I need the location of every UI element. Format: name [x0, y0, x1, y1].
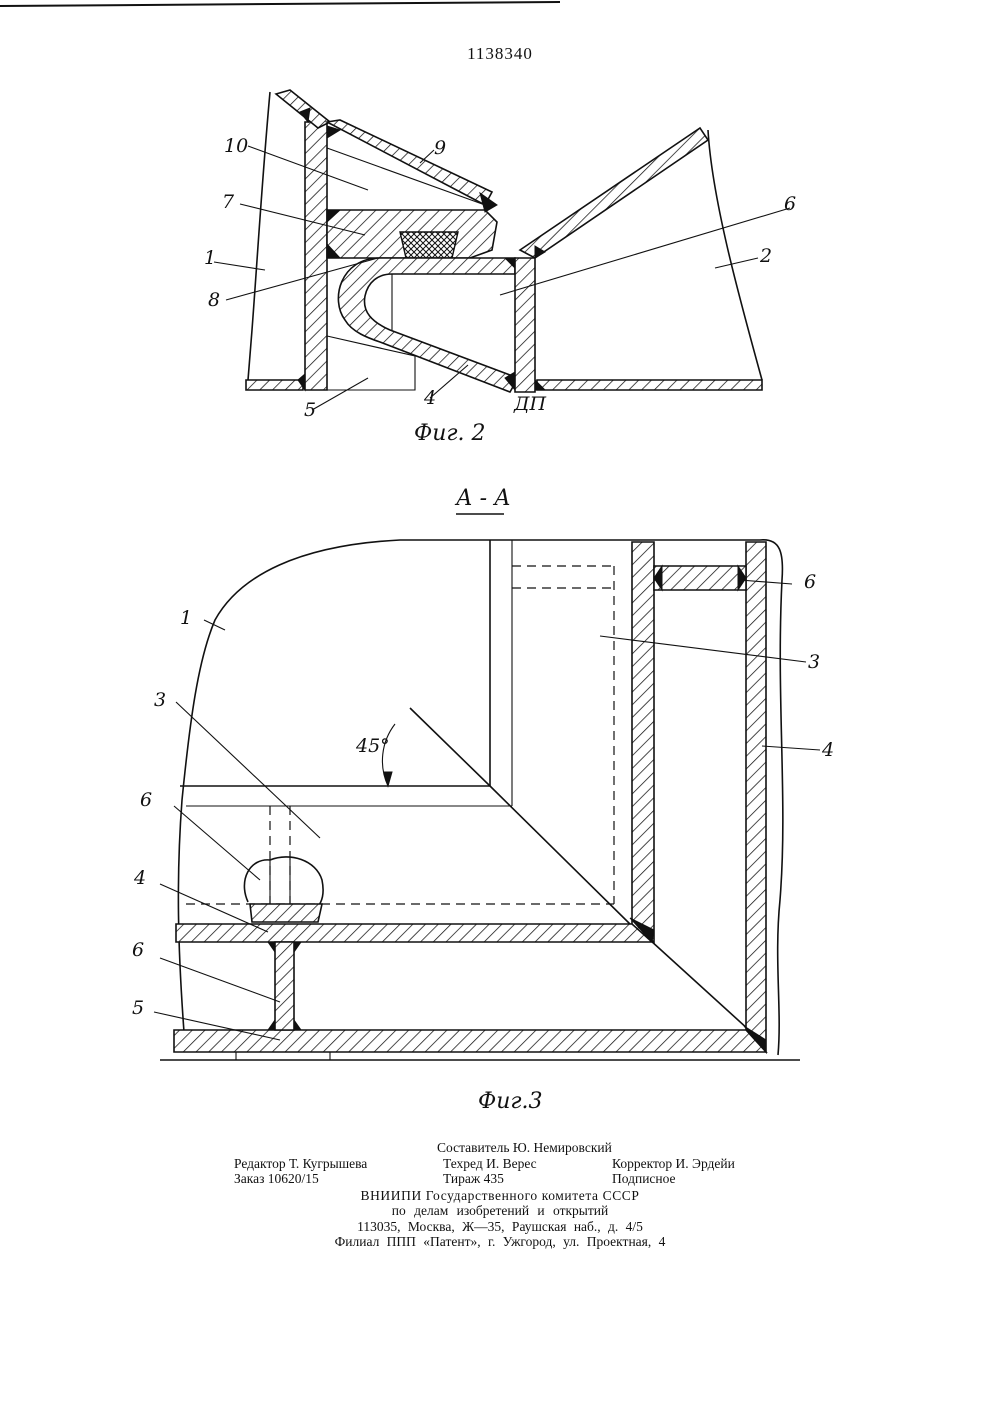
fig3-plate-4 — [176, 924, 652, 942]
fig3-label-3b: 3 — [154, 689, 166, 711]
fig3-weld — [268, 1020, 275, 1030]
fig3-leader-6b — [174, 806, 260, 880]
fig3-caption: Фиг.3 — [478, 1089, 543, 1114]
fig2-bottom-plate-right — [537, 380, 762, 390]
circulation: Тираж 435 — [443, 1171, 504, 1187]
fig3-leader-6c — [160, 958, 280, 1002]
order: Заказ 10620/15 — [234, 1171, 319, 1187]
fig3-rib-6-lower — [275, 942, 294, 1030]
fig2-label-6: 6 — [784, 193, 796, 215]
fig2-vertical-plate — [305, 122, 327, 390]
corrector: Корректор И. Эрдейи — [612, 1156, 735, 1172]
fig2-body-1-outline — [248, 92, 270, 380]
fig2-label-5: 5 — [304, 399, 316, 421]
fig2-label-1: 1 — [204, 247, 216, 269]
fig3-label-1: 1 — [180, 607, 192, 629]
techred: Техред И. Верес — [443, 1156, 537, 1172]
fig2-label-7: 7 — [222, 191, 235, 213]
fig2-label-2: 2 — [759, 245, 772, 267]
fig2-plate-6 — [515, 258, 535, 392]
org-line-1: ВНИИПИ Государственного комитета СССР — [0, 1188, 1000, 1204]
fig3-leader-4 — [762, 746, 820, 750]
fig3-inner-plate — [632, 542, 654, 942]
fig3-label-6c: 6 — [132, 939, 144, 961]
fig3-label-4: 4 — [821, 739, 834, 761]
fig2-label-9: 9 — [434, 137, 446, 159]
org-line-2: по делам изобретений и открытий — [0, 1203, 1000, 1219]
fig2-caption: Фиг. 2 — [414, 421, 486, 446]
fig2-bottom-plate-left — [246, 380, 303, 390]
top-rule — [0, 2, 560, 6]
fig3-label-5: 5 — [132, 997, 144, 1019]
fig2-label-8: 8 — [208, 289, 220, 311]
fig3-leader-3b — [176, 702, 320, 838]
editor: Редактор Т. Кугрышева — [234, 1156, 367, 1172]
fig2-seal — [400, 232, 458, 258]
fig3-label-4b: 4 — [133, 867, 146, 889]
fig3-diagonal — [490, 786, 632, 926]
fig2-label-10: 10 — [224, 135, 248, 157]
fig3-label-3: 3 — [808, 651, 820, 673]
fig3-bottom-plate-5 — [174, 1030, 766, 1052]
fig3-local-break — [244, 857, 323, 910]
fig3-angle-label: 45° — [355, 735, 390, 757]
fig3-rib-section — [250, 904, 322, 922]
section-title: А - А — [454, 486, 511, 511]
figure-3: А - А 45° — [132, 486, 834, 1114]
fig3-weld — [294, 1020, 301, 1030]
figure-2: 10 9 7 6 1 2 8 5 4 ДП Фиг. 2 — [204, 90, 796, 446]
fig2-leader-2 — [715, 258, 758, 268]
fig2-profile-4 — [338, 258, 518, 392]
fig3-label-6b: 6 — [140, 789, 152, 811]
fig2-right-plate — [520, 128, 708, 258]
fig2-body-2-outline — [708, 130, 762, 380]
fig3-angle-line — [410, 708, 490, 786]
branch: Филиал ППП «Патент», г. Ужгород, ул. Про… — [0, 1234, 1000, 1250]
fig3-leader-3 — [600, 636, 806, 662]
fig3-label-6: 6 — [804, 571, 816, 593]
fig2-label-dp: ДП — [513, 393, 546, 415]
fig3-rib-6 — [654, 566, 746, 590]
fig2-plate-9 — [327, 120, 492, 205]
fig3-weld — [294, 942, 301, 952]
fig2-top-cap — [276, 90, 330, 128]
fig3-weld — [268, 942, 275, 952]
fig2-label-4: 4 — [423, 387, 436, 409]
subscription: Подписное — [612, 1171, 676, 1187]
fig3-diagonal — [650, 940, 760, 1040]
fig3-outer-plate-4 — [746, 542, 766, 1052]
address: 113035, Москва, Ж—35, Раушская наб., д. … — [0, 1219, 1000, 1235]
compiler: Составитель Ю. Немировский — [437, 1140, 612, 1156]
